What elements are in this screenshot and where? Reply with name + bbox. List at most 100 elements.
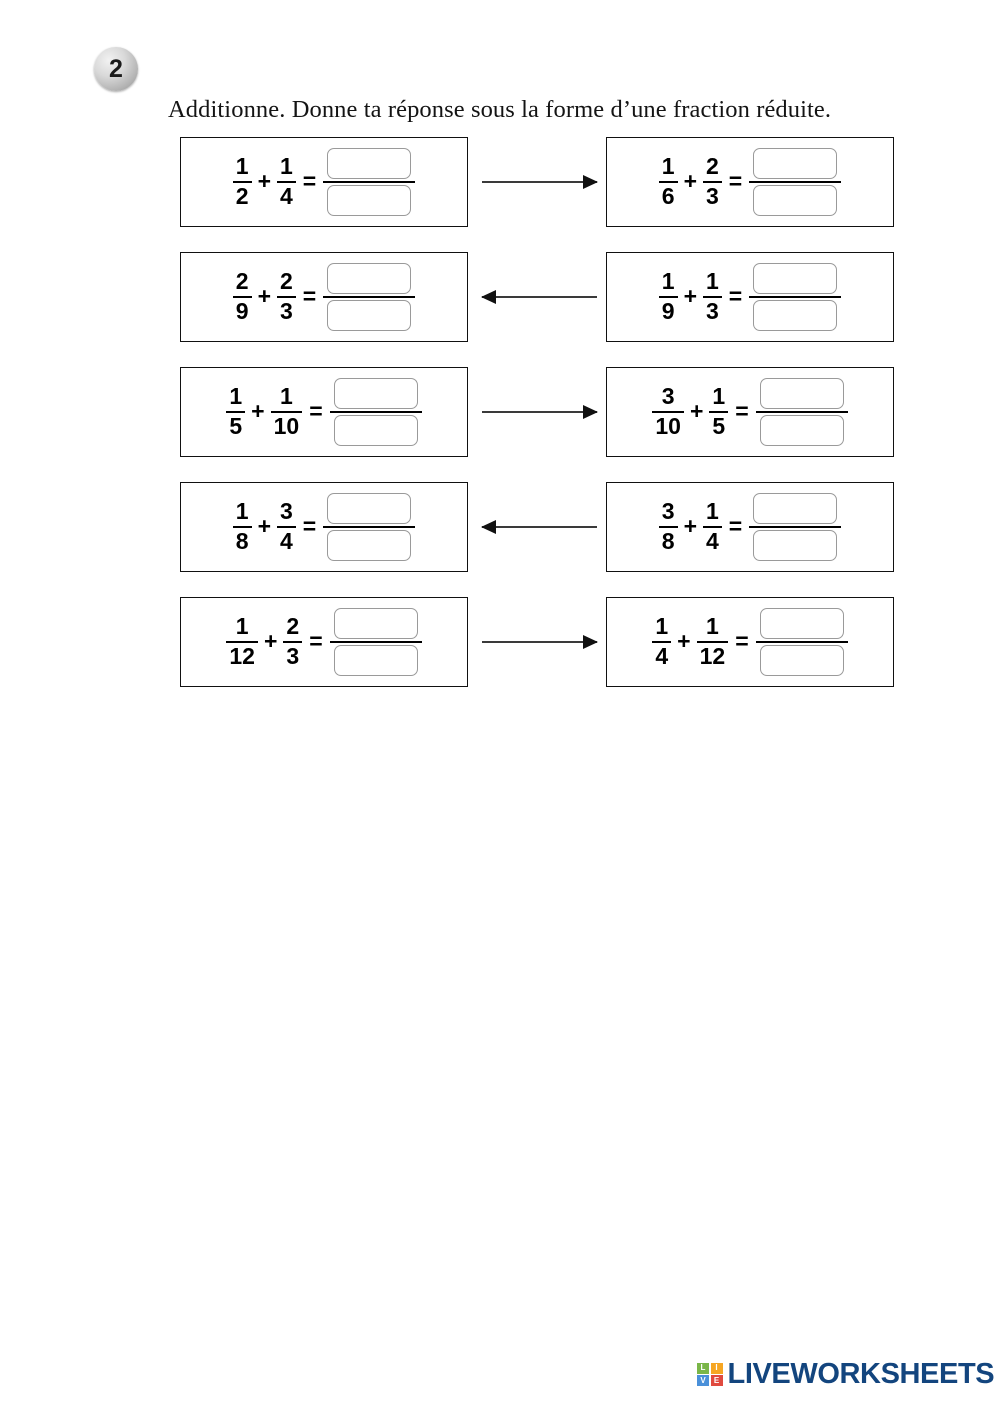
answer-denominator-input[interactable] [333, 645, 418, 677]
numerator: 3 [661, 498, 675, 525]
answer-fraction [755, 607, 848, 677]
answer-numerator-input[interactable] [759, 377, 844, 409]
answer-numerator-input[interactable] [759, 607, 844, 639]
operand-a: 1 6 [658, 155, 678, 208]
answer-denominator-input[interactable] [327, 300, 412, 332]
answer-numerator-input[interactable] [753, 262, 838, 294]
equals-sign: = [728, 168, 743, 195]
denominator: 3 [706, 297, 719, 324]
liveworksheets-logo-tiles: L I V E [697, 1362, 723, 1387]
operand-a: 2 9 [232, 268, 252, 323]
answer-fraction-bar [329, 410, 422, 414]
answer-fraction [323, 492, 416, 562]
answer-fraction [755, 377, 848, 447]
exercise-box-5-right: 1 4 + 1 12 = [606, 597, 894, 687]
answer-numerator-input[interactable] [753, 492, 838, 524]
answer-numerator-input[interactable] [327, 492, 412, 524]
equals-sign: = [302, 283, 317, 310]
denominator: 5 [712, 412, 726, 439]
fraction-expression: 1 6 + 2 3 = [658, 147, 842, 217]
arrow-right-icon [482, 175, 598, 189]
denominator: 8 [661, 527, 675, 554]
arrow-left-icon [481, 520, 597, 534]
answer-fraction-bar [749, 525, 842, 529]
numerator: 3 [661, 383, 675, 410]
fraction-bar [277, 180, 296, 184]
fraction-expression: 3 8 + 1 4 = [658, 492, 842, 562]
fraction-expression: 1 4 + 1 12 = [652, 607, 848, 677]
operand-b: 1 12 [696, 613, 729, 668]
numerator: 2 [280, 268, 293, 295]
fraction-bar [658, 295, 678, 299]
denominator: 3 [286, 642, 300, 669]
answer-denominator-input[interactable] [333, 415, 418, 447]
fraction-bar [283, 640, 303, 644]
answer-denominator-input[interactable] [753, 185, 838, 217]
plus-sign: + [683, 168, 697, 195]
numerator: 1 [705, 613, 719, 640]
operand-a: 3 10 [652, 385, 684, 438]
numerator: 2 [286, 613, 300, 640]
fraction-bar [658, 525, 678, 529]
operand-a: 1 9 [658, 268, 678, 323]
equals-sign: = [309, 628, 323, 655]
exercise-box-2-left: 2 9 + 2 3 = [180, 252, 468, 342]
logo-tile-i: I [710, 1362, 723, 1374]
numerator: 1 [229, 383, 243, 410]
numerator: 2 [706, 153, 719, 180]
equals-sign: = [302, 168, 317, 195]
numerator: 1 [706, 498, 719, 525]
exercise-box-2-right: 1 9 + 1 3 = [606, 252, 894, 342]
operand-b: 1 4 [703, 500, 722, 553]
exercise-number-badge: 2 [94, 47, 138, 91]
denominator: 5 [229, 412, 243, 439]
logo-tile-v: V [697, 1375, 709, 1387]
operand-a: 3 8 [658, 498, 678, 554]
answer-denominator-input[interactable] [753, 530, 838, 562]
answer-numerator-input[interactable] [327, 262, 412, 294]
logo-tile-l: L [697, 1362, 709, 1374]
plus-sign: + [257, 513, 271, 540]
numerator: 1 [661, 268, 675, 295]
answer-denominator-input[interactable] [327, 530, 412, 562]
numerator: 3 [280, 498, 293, 525]
operand-a: 1 2 [232, 155, 252, 209]
equals-sign: = [302, 513, 317, 540]
denominator: 4 [280, 527, 293, 554]
answer-fraction-bar [323, 180, 416, 184]
answer-fraction-bar [323, 295, 416, 299]
operand-a: 1 5 [226, 383, 246, 439]
answer-numerator-input[interactable] [327, 147, 412, 179]
answer-denominator-input[interactable] [753, 300, 838, 332]
operand-b: 3 4 [277, 500, 296, 553]
answer-denominator-input[interactable] [759, 415, 844, 447]
plus-sign: + [257, 168, 271, 195]
denominator: 3 [280, 297, 293, 324]
numerator: 1 [712, 383, 726, 410]
numerator: 2 [235, 268, 249, 295]
answer-fraction [749, 262, 842, 332]
answer-denominator-input[interactable] [327, 185, 412, 217]
answer-numerator-input[interactable] [333, 377, 418, 409]
fraction-expression: 1 8 + 3 4 = [232, 492, 416, 562]
fraction-bar [709, 410, 729, 414]
numerator: 1 [235, 498, 249, 525]
fraction-bar [703, 525, 722, 529]
equals-sign: = [309, 398, 323, 425]
denominator: 2 [235, 182, 249, 209]
numerator: 1 [235, 613, 249, 640]
answer-numerator-input[interactable] [333, 607, 418, 639]
exercise-row: 1 12 + 2 3 = [0, 597, 1000, 712]
fraction-bar [232, 525, 252, 529]
numerator: 1 [655, 613, 669, 640]
denominator: 4 [280, 182, 293, 209]
answer-denominator-input[interactable] [759, 645, 844, 677]
answer-fraction [749, 492, 842, 562]
plus-sign: + [263, 628, 278, 655]
answer-fraction-bar [323, 525, 416, 529]
equals-sign: = [735, 628, 749, 655]
exercise-box-4-left: 1 8 + 3 4 = [180, 482, 468, 572]
answer-fraction-bar [755, 410, 848, 414]
answer-numerator-input[interactable] [753, 147, 838, 179]
